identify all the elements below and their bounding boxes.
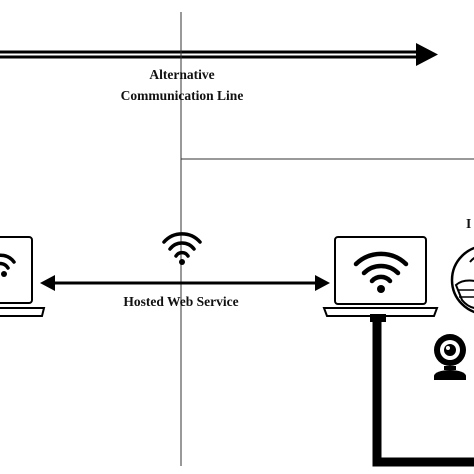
hosted-web-service-label: Hosted Web Service xyxy=(123,294,238,309)
left-laptop-wifi-icon xyxy=(0,253,16,270)
right-laptop-wifi-icon xyxy=(353,251,409,284)
alternative-label-line1: Alternative xyxy=(149,67,214,82)
right-laptop-icon xyxy=(322,236,439,317)
partial-label: I xyxy=(466,216,471,231)
alternative-line-arrow xyxy=(0,43,438,66)
cable-connector xyxy=(370,314,386,322)
person-mask-icon xyxy=(450,246,474,314)
webcam-icon xyxy=(434,334,466,380)
left-laptop-icon xyxy=(0,236,46,317)
alternative-label-line2: Communication Line xyxy=(121,88,244,103)
wifi-icon xyxy=(162,232,202,265)
cable-line xyxy=(372,316,474,467)
hosted-service-arrow xyxy=(40,275,330,291)
